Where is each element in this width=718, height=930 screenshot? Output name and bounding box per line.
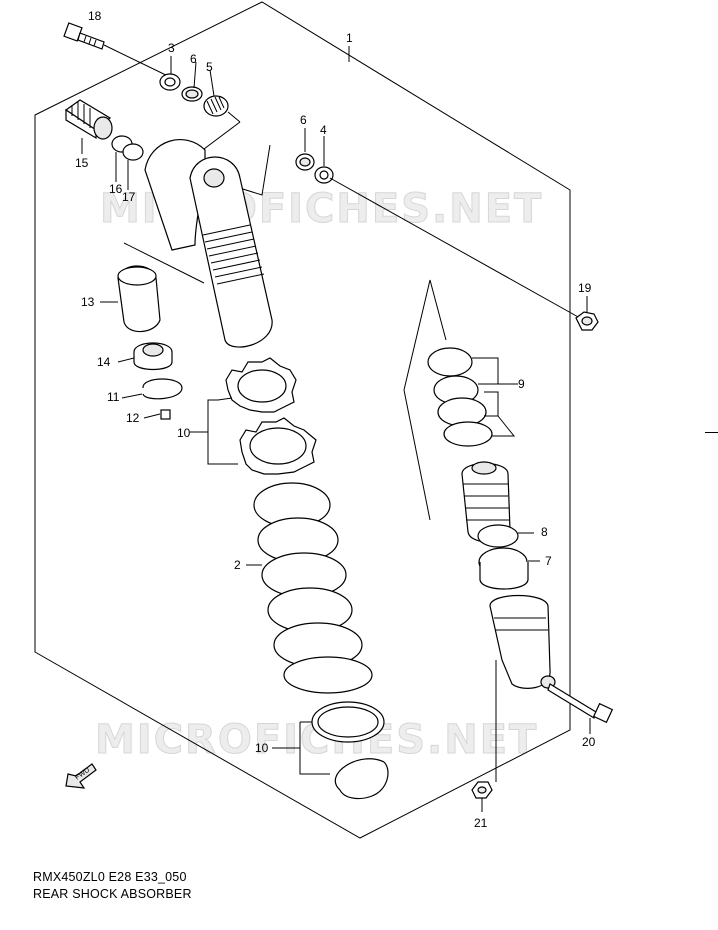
part-5-collar — [314, 166, 334, 184]
diagram-code: RMX450ZL0 E28 E33_050 — [33, 870, 187, 884]
part-14-reservoir-sleeve — [117, 265, 161, 333]
part-12-circlip — [142, 378, 183, 400]
callout-5: 4 — [320, 123, 327, 137]
part-19-bolt — [63, 22, 105, 50]
part-4-collar — [159, 73, 181, 91]
callout-12: 11 — [107, 390, 120, 404]
callout-16: 15 — [75, 156, 89, 170]
part-6-seal-right — [295, 153, 315, 171]
assembly-frame — [34, 1, 571, 839]
part-3-needle-bearing — [203, 95, 229, 117]
callout-7: 7 — [545, 554, 552, 568]
callout-11: 10 — [255, 741, 269, 755]
part-21-bolt — [547, 683, 614, 724]
part-18-o-ring — [122, 143, 144, 161]
part-22-nut — [471, 781, 493, 799]
callout-17: 16 — [109, 182, 123, 196]
callout-13: 12 — [126, 411, 140, 425]
callout-8: 9 — [518, 377, 525, 391]
callout-20: 19 — [578, 281, 592, 295]
part-13-pin — [160, 409, 171, 420]
part-10-nut-upper — [225, 357, 297, 413]
part-20-nut — [575, 311, 599, 331]
callout-1: 1 — [346, 31, 353, 45]
part-8-bumper-rings — [427, 347, 493, 447]
callout-4: 3 — [168, 41, 175, 55]
part-2-spring — [253, 482, 373, 694]
callout-18: 17 — [122, 190, 136, 204]
part-7-collar — [478, 547, 529, 590]
part-10-nut-lower — [239, 417, 317, 475]
part-6-seal-upper — [181, 86, 203, 102]
part-damper-rod — [461, 461, 511, 543]
callout-3: 5 — [206, 60, 213, 74]
callout-6-right: 6 — [300, 113, 307, 127]
callout-9: 8 — [541, 525, 548, 539]
callout-6-upper: 6 — [190, 52, 197, 66]
part-lower-clevis — [489, 594, 556, 689]
part-16-reservoir-cap — [64, 99, 113, 140]
callout-19: 18 — [88, 9, 102, 23]
callout-10: 10 — [177, 426, 191, 440]
callout-21: 20 — [582, 735, 596, 749]
part-15-adjuster — [133, 342, 173, 371]
callout-14: 13 — [81, 295, 95, 309]
callout-15: 14 — [97, 355, 111, 369]
part-11-retaining-clip — [334, 758, 389, 800]
page-edge-mark — [705, 432, 718, 433]
callout-2: 2 — [234, 558, 241, 572]
part-11-spring-seat — [311, 701, 385, 743]
fwd-arrow: FWD — [65, 763, 97, 789]
part-1-shock-body — [144, 139, 273, 348]
part-9-ring — [477, 524, 519, 548]
diagram-title: REAR SHOCK ABSORBER — [33, 887, 192, 901]
callout-22: 21 — [474, 816, 488, 830]
